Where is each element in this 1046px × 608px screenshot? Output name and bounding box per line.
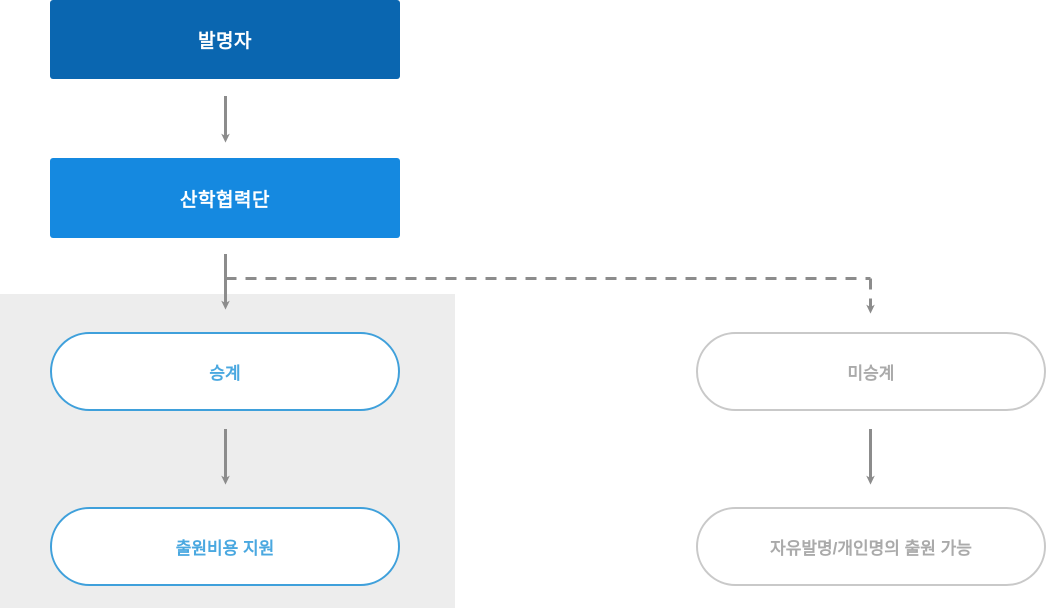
node-filing-cost-support: 출원비용 지원 <box>50 507 400 586</box>
node-no-succession-label: 미승계 <box>847 364 895 383</box>
node-inventor: 발명자 <box>50 0 400 79</box>
node-industry-academic-cooperation: 산학협력단 <box>50 158 400 238</box>
node-succession-label: 승계 <box>209 364 241 383</box>
node-free-invention-filing: 자유발명/개인명의 출원 가능 <box>696 507 1046 586</box>
node-industry-academic-cooperation-label: 산학협력단 <box>180 189 270 211</box>
node-free-invention-filing-label: 자유발명/개인명의 출원 가능 <box>770 539 972 558</box>
node-inventor-label: 발명자 <box>198 31 252 52</box>
node-filing-cost-support-label: 출원비용 지원 <box>175 539 275 558</box>
node-succession: 승계 <box>50 332 400 411</box>
node-no-succession: 미승계 <box>696 332 1046 411</box>
